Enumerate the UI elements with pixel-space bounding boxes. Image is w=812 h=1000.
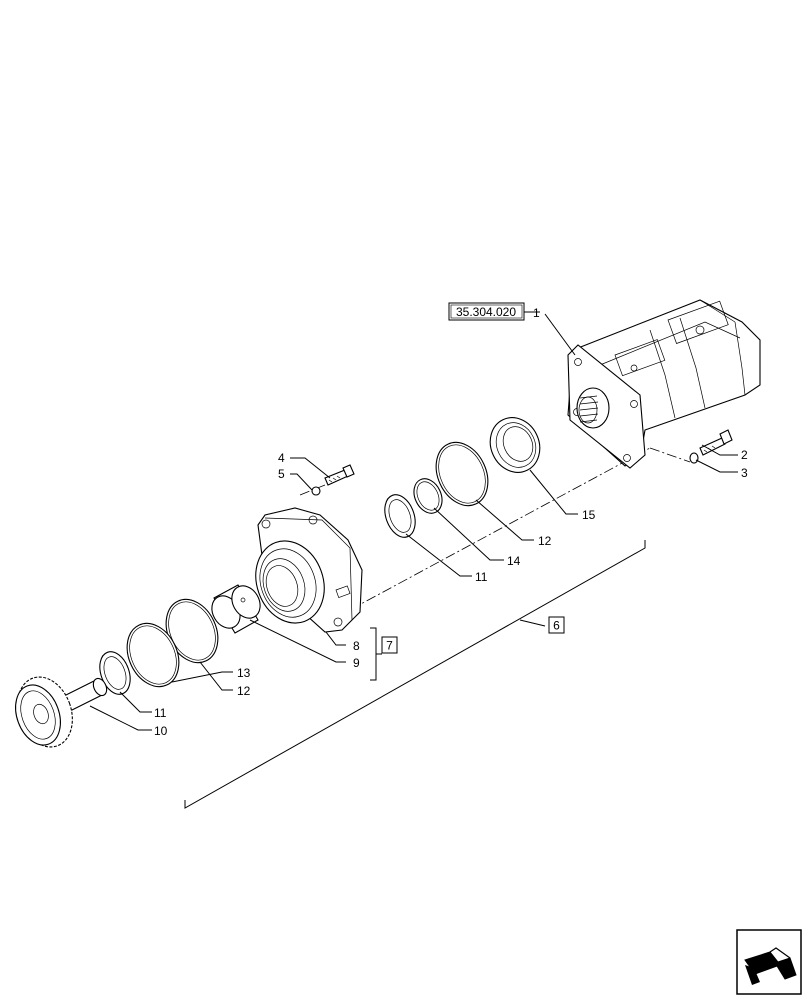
callout-14: 14 (507, 554, 521, 568)
group-bracket-7 (370, 627, 382, 681)
gear-shaft (15, 676, 108, 748)
callout-9: 9 (353, 656, 360, 670)
callout-6-box: 6 (548, 616, 565, 634)
callout-7-box: 7 (381, 636, 398, 654)
callout-10: 10 (154, 724, 168, 738)
bolt-left (311, 464, 355, 496)
previous-page-arrow-icon[interactable] (736, 929, 802, 995)
bolt-right (689, 429, 733, 464)
leader-lines (89, 311, 738, 731)
callout-8: 8 (353, 639, 360, 653)
callout-3: 3 (741, 466, 748, 480)
callout-12-lower: 12 (237, 684, 251, 698)
callout-11-upper: 11 (475, 570, 488, 584)
callout-4: 4 (278, 451, 285, 465)
callout-1: 1 (533, 306, 540, 320)
callout-12-upper: 12 (538, 534, 552, 548)
pump-housing (255, 507, 363, 633)
callout-5: 5 (278, 467, 285, 481)
callout-15: 15 (582, 508, 596, 522)
o-ring-13 (126, 622, 180, 688)
svg-text:6: 6 (553, 619, 560, 633)
snap-ring (413, 478, 443, 514)
shim-lower (99, 651, 131, 695)
callout-2: 2 (741, 448, 748, 462)
shaft-seal (489, 417, 541, 473)
hydraulic-pump (567, 299, 761, 469)
bushing (211, 584, 261, 634)
callout-11-lower: 11 (154, 706, 167, 720)
reference-code-box[interactable]: 35.304.020 (448, 302, 525, 321)
reference-code-text: 35.304.020 (456, 305, 516, 319)
callout-labels: 1 2 3 4 5 8 9 10 11 11 12 12 13 14 15 (154, 306, 748, 738)
group-line-6 (184, 540, 646, 809)
o-ring-upper (435, 441, 489, 507)
svg-text:7: 7 (386, 639, 393, 653)
callout-13: 13 (237, 666, 251, 680)
shim-upper (384, 494, 416, 538)
